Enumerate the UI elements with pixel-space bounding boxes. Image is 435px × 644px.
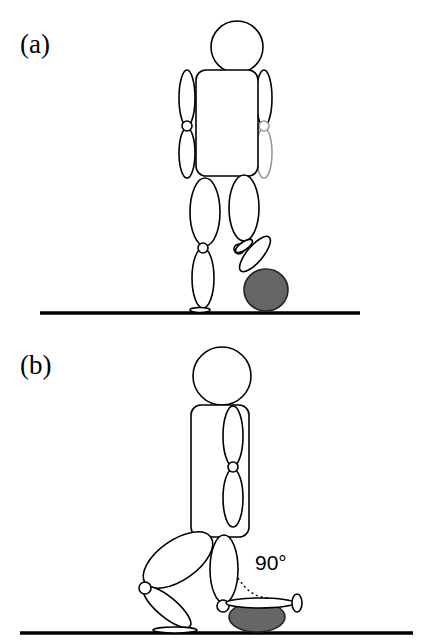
- torso: [191, 405, 249, 537]
- figure-a: [40, 21, 360, 313]
- knee-joint: [139, 582, 151, 594]
- knee-joint: [198, 243, 208, 253]
- foot: [226, 598, 294, 608]
- ground-line: [20, 631, 413, 635]
- leg: [210, 535, 238, 603]
- thigh: [190, 178, 220, 246]
- thigh: [229, 175, 259, 241]
- upper-arm: [223, 406, 243, 466]
- panel-label: (b): [20, 352, 51, 379]
- foot: [153, 627, 197, 633]
- head: [193, 347, 251, 405]
- angle-label: 90°: [255, 552, 287, 573]
- head: [211, 21, 263, 73]
- panel-label: (a): [20, 31, 50, 58]
- torso: [196, 70, 258, 176]
- upper-arm: [179, 70, 195, 126]
- elbow-joint: [182, 121, 192, 131]
- foot: [234, 237, 255, 255]
- toe: [292, 594, 302, 612]
- shin: [138, 580, 197, 634]
- elbow-joint: [259, 121, 269, 131]
- elbow-joint: [228, 462, 238, 472]
- ball: [244, 269, 288, 311]
- forearm: [223, 469, 243, 527]
- forearm: [179, 128, 195, 178]
- thigh: [134, 521, 222, 600]
- figure-b: [20, 347, 413, 634]
- foot: [190, 308, 210, 313]
- shin: [192, 248, 214, 308]
- angle-arc: [238, 578, 268, 598]
